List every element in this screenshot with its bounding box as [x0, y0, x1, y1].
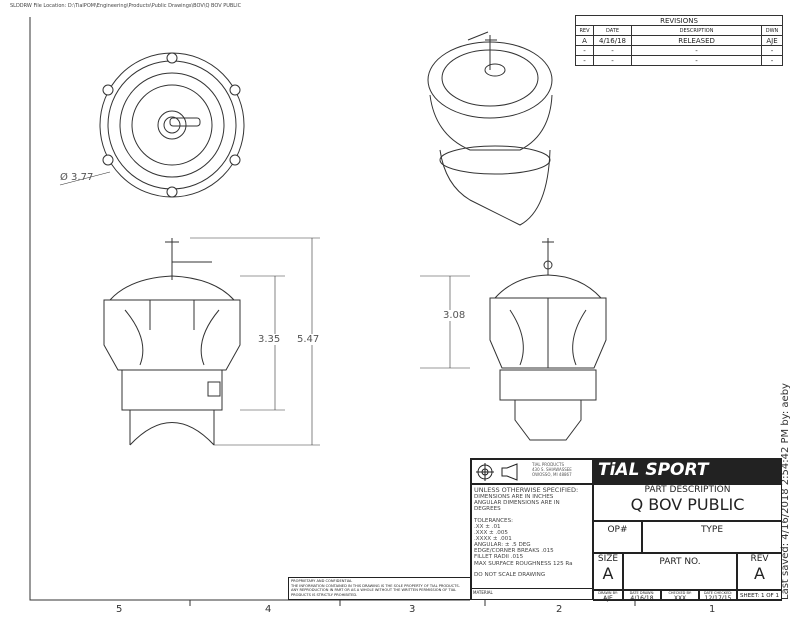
size-label: SIZE — [597, 554, 619, 564]
size-value: A — [602, 564, 614, 583]
part-description: Q BOV PUBLIC — [630, 495, 745, 514]
date-checked-label: DATE CHECKED: — [703, 591, 733, 595]
revision-row: ---- — [575, 55, 783, 66]
material-cell: MATERIAL — [471, 588, 593, 600]
tolerances: TOLERANCES: .XX ± .01 .XXX ± .005 .XXXX … — [474, 517, 573, 567]
op-cell: OP# — [593, 521, 642, 553]
company-address: TIAL PRODUCTS 430 S. SHIAWASSEE OWOSSO, … — [532, 462, 572, 477]
front-view — [103, 238, 241, 446]
zone-2: 2 — [556, 604, 563, 615]
part-description-cell: PART DESCRIPTION Q BOV PUBLIC — [593, 484, 782, 521]
file-location: SLDDRW File Location: D:\TialPOM\Enginee… — [10, 3, 242, 9]
proprietary-text: THE INFORMATION CONTAINED IN THIS DRAWIN… — [291, 583, 460, 598]
company-cell: TIAL PRODUCTS 430 S. SHIAWASSEE OWOSSO, … — [471, 459, 593, 484]
checked-by: XXX — [673, 595, 687, 602]
proprietary-notice: PROPRIETARY AND CONFIDENTIAL THE INFORMA… — [288, 577, 471, 600]
do-not-scale: DO NOT SCALE DRAWING — [474, 571, 546, 578]
dimension-body-height: 3.35 — [258, 334, 281, 345]
checked-by-cell: CHECKED BY:XXX — [661, 590, 699, 602]
notes-cell: UNLESS OTHERWISE SPECIFIED: DIMENSIONS A… — [471, 484, 593, 599]
top-view — [59, 52, 245, 198]
drawn-by-cell: DRAWN BY:AJE — [593, 590, 623, 602]
notes-text: DIMENSIONS ARE IN INCHES ANGULAR DIMENSI… — [474, 494, 560, 513]
type-cell: TYPE — [642, 521, 782, 553]
title-block: TIAL PRODUCTS 430 S. SHIAWASSEE OWOSSO, … — [470, 458, 782, 602]
date-header: DATE — [592, 25, 633, 36]
description-header: DESCRIPTION — [631, 25, 763, 36]
part-description-label: PART DESCRIPTION — [644, 485, 731, 495]
revisions-title: REVISIONS — [575, 15, 783, 26]
zone-4: 4 — [265, 604, 272, 615]
revision-row: ---- — [575, 45, 783, 56]
proprietary-title: PROPRIETARY AND CONFIDENTIAL — [291, 579, 353, 583]
sheet-cell: SHEET: 1 OF 1 — [737, 590, 782, 601]
zone-ticks — [189, 600, 636, 606]
zone-5: 5 — [116, 604, 123, 615]
date-drawn-label: DATE DRAWN: — [629, 591, 655, 595]
isometric-view — [427, 31, 553, 226]
notes-title: UNLESS OTHERWISE SPECIFIED: — [474, 486, 579, 494]
date-checked: 12/17/15 — [704, 595, 732, 602]
projection-symbol-icon — [476, 463, 518, 481]
zone-3: 3 — [409, 604, 416, 615]
part-no-cell: PART NO. — [623, 553, 737, 590]
side-view — [489, 238, 607, 441]
drawn-by: AJE — [603, 595, 613, 602]
dimension-lines — [190, 237, 470, 446]
drawn-by-label: DRAWN BY: — [598, 591, 618, 595]
dwn-header: DWN — [761, 25, 783, 36]
dimension-diameter: Ø 3.77 — [60, 172, 94, 183]
rev-value: A — [754, 564, 765, 583]
date-drawn: 4/16/18 — [630, 595, 654, 602]
rev-header: REV — [575, 25, 594, 36]
dimension-side-height: 3.08 — [443, 310, 466, 321]
date-checked-cell: DATE CHECKED:12/17/15 — [699, 590, 737, 602]
rev-label: REV — [750, 554, 769, 564]
tialsport-logo: TiAL SPORT — [593, 459, 782, 484]
zone-1: 1 — [709, 604, 716, 615]
checked-by-label: CHECKED BY: — [668, 591, 692, 595]
dimension-total-height: 5.47 — [297, 334, 320, 345]
sheet-border — [29, 17, 470, 601]
date-drawn-cell: DATE DRAWN:4/16/18 — [623, 590, 661, 602]
